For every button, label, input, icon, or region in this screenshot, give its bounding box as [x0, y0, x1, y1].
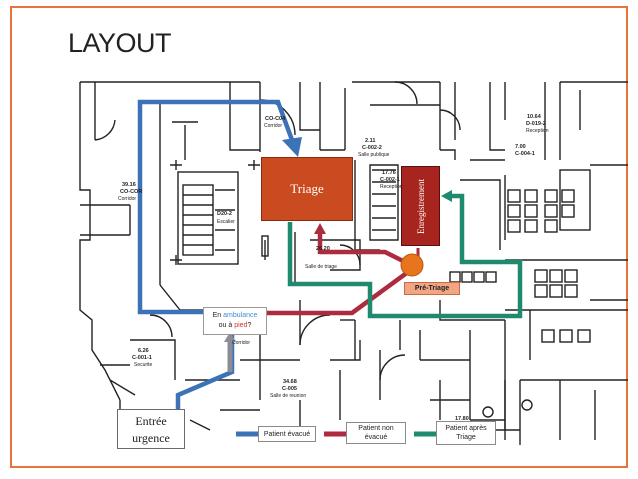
arrival-ambulance: ambulance: [223, 312, 258, 319]
room-label: C-004-1: [515, 151, 535, 157]
room-label: Reception: [526, 128, 549, 134]
floor-plan-walls: [79, 81, 628, 445]
room-label: Securite: [134, 362, 153, 368]
gray-arrow-head: [224, 332, 236, 342]
legend-apres-triage: Patient après Triage: [436, 421, 496, 445]
enregistrement-label: Enregistrement: [415, 178, 426, 234]
arrival-note: En ambulance ou à pied?: [203, 307, 267, 335]
room-label: C-001-1: [132, 355, 152, 361]
legend-evacue: Patient évacué: [258, 426, 316, 442]
legend-apres-triage-label: Patient après Triage: [445, 425, 487, 441]
room-label: Corridor: [118, 196, 136, 202]
red-path-main: [262, 270, 410, 316]
entree-line1: Entrée: [135, 414, 167, 428]
arrival-note-line1: En ambulance: [204, 311, 266, 321]
room-label: 39.16: [122, 182, 136, 188]
room-label: D-019-2: [526, 121, 546, 127]
blue-evacuation-path: [137, 99, 295, 412]
legend-non-evacue-label: Patient non évacué: [358, 425, 394, 441]
slide-title: LAYOUT: [68, 28, 172, 58]
room-label: Reception: [380, 184, 403, 190]
room-label: 34.68: [283, 379, 297, 385]
room-label: Corridor: [232, 340, 250, 346]
arrival-prefix: En: [212, 312, 224, 319]
pre-triage-zone: Pré-Triage: [404, 282, 460, 295]
entree-line2: urgence: [132, 431, 170, 445]
arrival-pied: pied: [234, 322, 248, 329]
entree-urgence-box: Entrée urgence: [117, 409, 185, 449]
legend-non-evacue: Patient non évacué: [346, 422, 406, 444]
room-label: C-002-1: [380, 177, 400, 183]
arrival-note-line2: ou à pied?: [204, 321, 266, 331]
room-label: C-002-2: [362, 145, 382, 151]
room-labels: CO-C04 Corridor 39.16 CO-COR Corridor 6.…: [118, 114, 549, 422]
room-label: Salle publique: [358, 152, 390, 158]
pre-triage-label: Pré-Triage: [414, 285, 450, 292]
room-label: 17.80: [455, 416, 469, 422]
arrival-suffix: ?: [247, 322, 252, 329]
room-label: Escalier: [217, 219, 235, 225]
room-label: 6.26: [138, 348, 149, 354]
blue-arrow-head: [282, 137, 302, 157]
room-label: 26.20: [316, 246, 330, 252]
arrival-line2-prefix: ou à: [218, 322, 235, 329]
legend-evacue-label: Patient évacué: [263, 430, 311, 438]
room-label: 7.00: [515, 144, 526, 150]
pre-triage-circle: [400, 253, 424, 277]
green-path: [287, 193, 523, 319]
room-label: D20-2: [217, 211, 232, 217]
room-label: CO-C04: [265, 116, 286, 122]
enregistrement-zone: Enregistrement: [401, 166, 440, 246]
room-label: Salle de triage: [305, 264, 337, 270]
red-arrow-head: [314, 223, 326, 234]
green-arrow-head: [441, 190, 452, 202]
room-label: Salle de reunion: [270, 393, 306, 399]
room-label: 10.64: [527, 114, 542, 120]
room-label: 17.76: [382, 170, 396, 176]
room-label: 2.11: [365, 138, 375, 144]
room-label: CO-COR: [120, 189, 142, 195]
room-label: C-005: [282, 386, 297, 392]
room-label: Corridor: [264, 123, 282, 129]
triage-zone: Triage: [261, 157, 353, 221]
triage-label: Triage: [290, 181, 324, 196]
red-path-branch: [320, 249, 407, 265]
slide-frame: [10, 6, 628, 468]
